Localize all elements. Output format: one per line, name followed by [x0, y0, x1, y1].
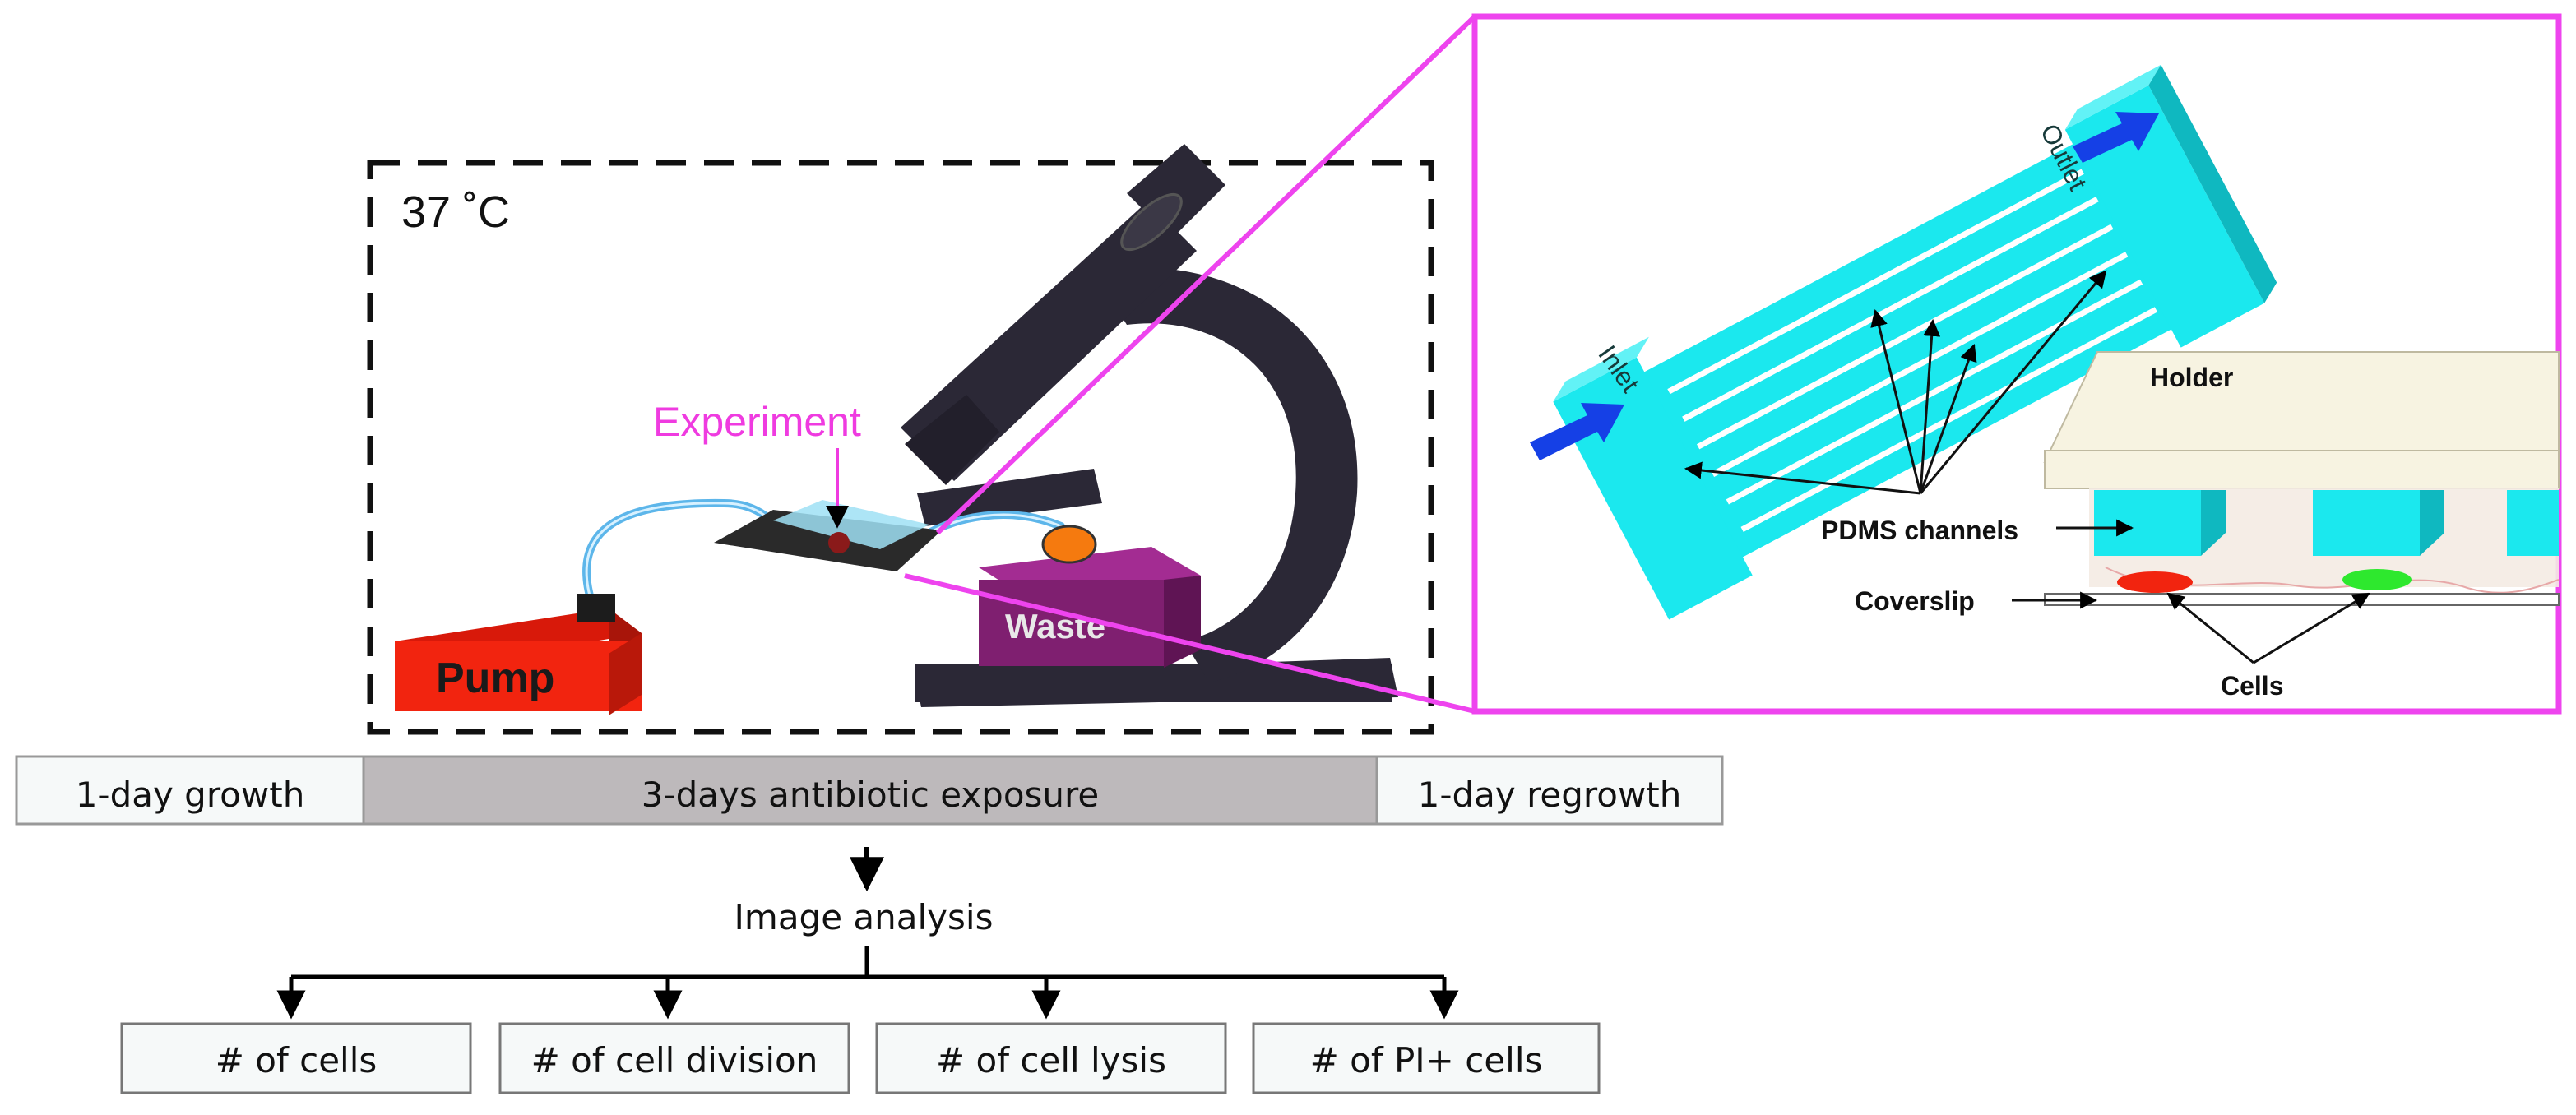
- inlet-arrow: [1530, 403, 1624, 460]
- temperature-label: 37 ˚C: [401, 187, 510, 237]
- pdms-channels: [2094, 490, 2559, 556]
- incubator-box: 37 ˚C: [367, 160, 1434, 735]
- cells-label: Cells: [2221, 671, 2283, 701]
- output-cell-division: # of cell division: [531, 1040, 818, 1080]
- coverslip-label: Coverslip: [1855, 586, 1975, 616]
- experiment-label: Experiment: [653, 399, 861, 445]
- zoom-lines: [904, 14, 1477, 714]
- cell-red: [2117, 571, 2193, 593]
- output-cells: # of cells: [215, 1040, 378, 1080]
- pdms-label: PDMS channels: [1821, 516, 2018, 545]
- pump-label: Pump: [436, 655, 554, 702]
- analysis-tree: Image analysis # of cells # of cell divi…: [120, 847, 1601, 1094]
- outlet-arrow: [2073, 112, 2159, 163]
- output-cell-lysis: # of cell lysis: [936, 1040, 1166, 1080]
- zoom-panel: Inlet Outlet Holder PDMS channels: [1471, 13, 2562, 715]
- timeline-exposure: 3-days antibiotic exposure: [642, 775, 1099, 815]
- experiment-chip: Experiment: [653, 399, 942, 571]
- cells-pointers: [2166, 592, 2370, 664]
- pdms-pointers: [1684, 270, 2134, 537]
- cell-green: [2342, 569, 2412, 590]
- timeline-growth: 1-day growth: [76, 775, 305, 815]
- pump: Pump: [395, 594, 642, 715]
- waste-container: Waste: [979, 525, 1201, 668]
- timeline-regrowth: 1-day regrowth: [1418, 775, 1682, 815]
- analysis-title: Image analysis: [734, 897, 994, 937]
- cross-section: Holder: [2043, 351, 2560, 606]
- output-pi-cells: # of PI+ cells: [1310, 1040, 1543, 1080]
- timeline: 1-day growth 3-days antibiotic exposure …: [15, 755, 1724, 826]
- microscope: [901, 144, 1398, 707]
- holder-label: Holder: [2150, 363, 2233, 392]
